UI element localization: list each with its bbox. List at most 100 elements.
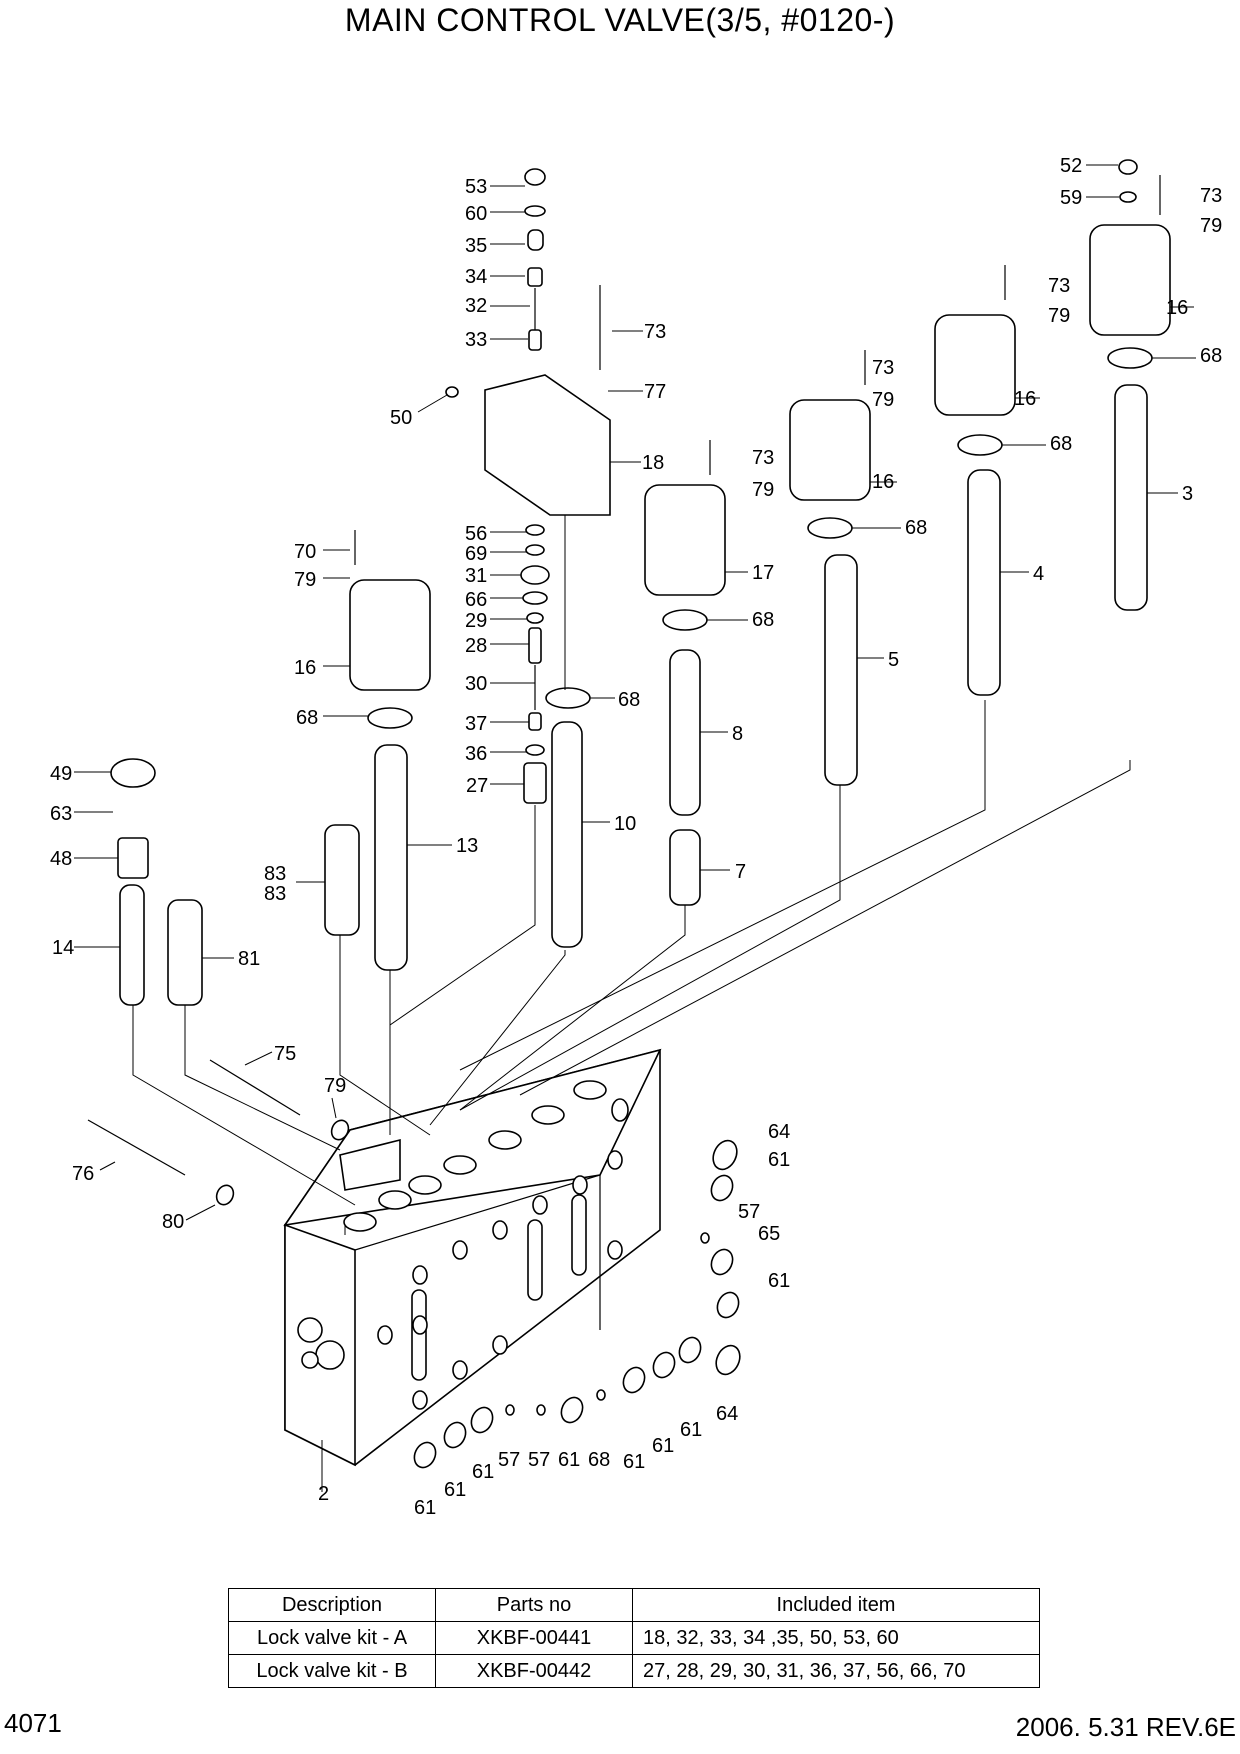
plug-49 [110, 758, 156, 788]
callout: 79 [1200, 215, 1222, 237]
callout: 34 [465, 266, 487, 288]
callout: 73 [752, 447, 774, 469]
plug-cover-16-right [934, 314, 1016, 416]
exploded-parts-diagram: 2 3 4 5 7 8 10 13 14 16 16 16 16 17 18 2… [50, 155, 1222, 1519]
callout: 73 [1200, 185, 1222, 207]
callout: 29 [465, 610, 487, 632]
callout: 16 [294, 657, 316, 679]
callout: 16 [1014, 388, 1036, 410]
callout: 79 [324, 1075, 346, 1097]
parts-table: Description Parts no Included item Lock … [228, 1588, 1040, 1688]
callout: 57 [498, 1449, 520, 1471]
callout: 70 [294, 541, 316, 563]
table-cell: XKBF-00442 [435, 1654, 633, 1688]
callout: 68 [588, 1449, 610, 1471]
callout: 79 [752, 479, 774, 501]
plug-cover-17 [644, 484, 726, 596]
page-number: 4071 [4, 1708, 62, 1738]
plug-cover-16-left [349, 579, 431, 691]
callout: 64 [716, 1403, 738, 1425]
callout: 61 [768, 1270, 790, 1292]
callout: 79 [872, 389, 894, 411]
callout: 59 [1060, 187, 1082, 209]
callout: 37 [465, 713, 487, 735]
callout: 35 [465, 235, 487, 257]
valve-body [283, 1048, 662, 1467]
callout: 73 [644, 321, 666, 343]
callout: 68 [1050, 433, 1072, 455]
callout: 3 [1182, 483, 1193, 505]
piston-14 [119, 884, 145, 1006]
callout: 4 [1033, 563, 1044, 585]
callout: 53 [465, 176, 487, 198]
callout: 57 [528, 1449, 550, 1471]
callout: 18 [642, 452, 664, 474]
callout: 61 [414, 1497, 436, 1519]
leader-lines [132, 515, 1131, 1235]
revision-date: 2006. 5.31 REV.6E [1015, 1712, 1236, 1742]
spool-10 [551, 721, 583, 948]
callout: 61 [472, 1461, 494, 1483]
callout: 49 [50, 763, 72, 785]
table-row: Lock valve kit - B XKBF-00442 27, 28, 29… [228, 1654, 1040, 1688]
callout: 81 [238, 948, 260, 970]
callout: 17 [752, 562, 774, 584]
callout: 64 [768, 1121, 790, 1143]
column-header: Included item [632, 1588, 1040, 1622]
callout: 16 [1166, 297, 1188, 319]
o-rings-68 [367, 347, 1153, 729]
lock-valve-stack [445, 159, 1138, 804]
callout: 68 [752, 609, 774, 631]
callout: 69 [465, 543, 487, 565]
callout: 61 [680, 1419, 702, 1441]
callout: 61 [444, 1479, 466, 1501]
callout: 77 [644, 381, 666, 403]
callout: 83 [264, 863, 286, 885]
callout: 79 [1048, 305, 1070, 327]
table-cell: Lock valve kit - B [228, 1654, 436, 1688]
callout: 75 [274, 1043, 296, 1065]
callout: 66 [465, 589, 487, 611]
table-cell: XKBF-00441 [435, 1621, 633, 1655]
callout: 61 [652, 1435, 674, 1457]
table-cell: 18, 32, 33, 34 ,35, 50, 53, 60 [632, 1621, 1040, 1655]
callout: 73 [872, 357, 894, 379]
callout: 32 [465, 295, 487, 317]
table-cell: Lock valve kit - A [228, 1621, 436, 1655]
callout: 68 [1200, 345, 1222, 367]
callout: 14 [52, 937, 74, 959]
spool-5 [824, 554, 858, 786]
callout: 80 [162, 1211, 184, 1233]
label-ticks [74, 164, 1196, 1492]
block-18 [484, 374, 611, 516]
spool-4 [967, 469, 1001, 696]
spool-13 [374, 744, 408, 971]
callout: 79 [294, 569, 316, 591]
callout: 68 [618, 689, 640, 711]
callout: 61 [623, 1451, 645, 1473]
callout: 2 [318, 1483, 329, 1505]
right-side-seals [215, 1119, 741, 1469]
callout: 76 [72, 1163, 94, 1185]
page-title: MAIN CONTROL VALVE(3/5, #0120-) [344, 2, 896, 38]
column-header: Description [228, 1588, 436, 1622]
callout: 10 [614, 813, 636, 835]
table-cell: 27, 28, 29, 30, 31, 36, 37, 56, 66, 70 [632, 1654, 1040, 1688]
callout-labels: 2 3 4 5 7 8 10 13 14 16 16 16 16 17 18 2… [50, 155, 1222, 1519]
callout: 30 [465, 673, 487, 695]
callout: 61 [768, 1149, 790, 1171]
callout: 36 [465, 743, 487, 765]
callout: 50 [390, 407, 412, 429]
callout: 13 [456, 835, 478, 857]
callout: 52 [1060, 155, 1082, 177]
callout: 48 [50, 848, 72, 870]
callout: 63 [50, 803, 72, 825]
relief-valve-83-lower [167, 899, 203, 1006]
callout: 33 [465, 329, 487, 351]
callout: 5 [888, 649, 899, 671]
callout: 7 [735, 861, 746, 883]
callout: 31 [465, 565, 487, 587]
callout: 56 [465, 523, 487, 545]
spring-48 [117, 837, 149, 879]
callout: 73 [1048, 275, 1070, 297]
